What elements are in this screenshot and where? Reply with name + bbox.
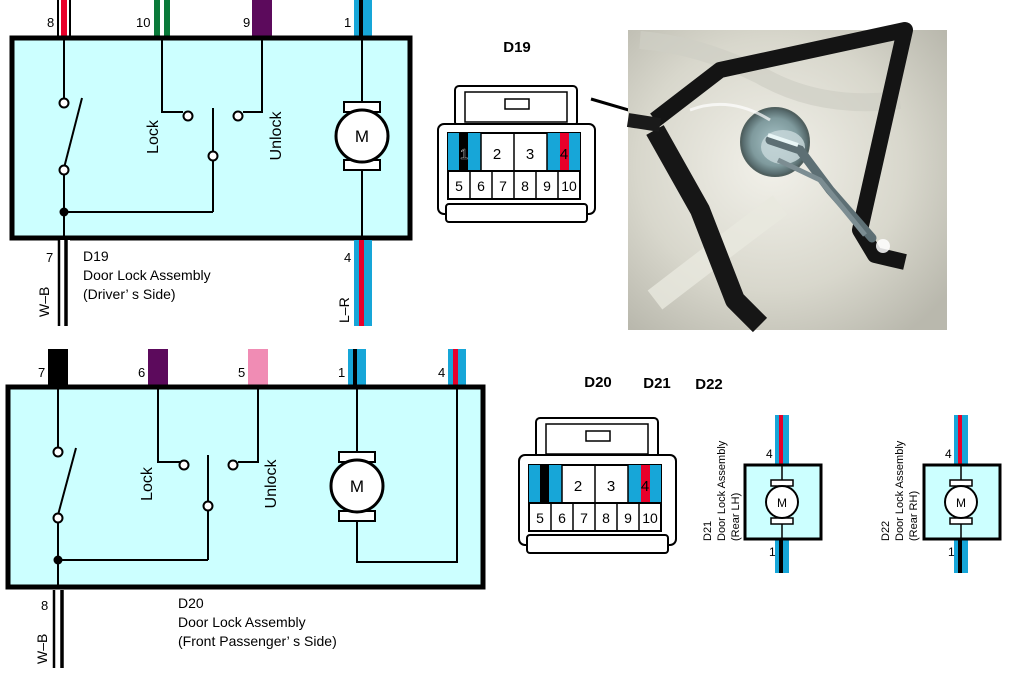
d20-connector: D20 D21 D22 1 2 3 4 5 6 7 8 9 10 — [518, 374, 723, 554]
d20-pin-8: 8 — [41, 598, 48, 613]
d20-wire-6 — [148, 349, 168, 387]
d19-pin-1: 1 — [344, 15, 351, 30]
d22-motor-icon: M — [944, 479, 978, 525]
d19-motor-icon: M — [334, 101, 390, 171]
d20-pin-1: 1 — [338, 365, 345, 380]
d19-cav-4: 4 — [560, 146, 568, 163]
d19-side: (Driver’ s Side) — [83, 286, 176, 302]
d19-cav-3: 3 — [526, 146, 534, 163]
d19-pin-10: 10 — [136, 15, 150, 30]
d19-cav-1: 1 — [460, 146, 468, 163]
d19-wire-1 — [354, 0, 372, 38]
d20-cav-9: 9 — [624, 510, 632, 526]
d19-motor-label: M — [355, 127, 369, 146]
d22-pin-4: 4 — [945, 447, 952, 461]
d20-lock-label: Lock — [139, 466, 156, 501]
d20-cav-2: 2 — [574, 478, 582, 495]
d20-pin-5: 5 — [238, 365, 245, 380]
d20-pin-7: 7 — [38, 365, 45, 380]
d20-cav-4: 4 — [641, 478, 649, 495]
d20-box — [5, 384, 486, 590]
d20-cav-3: 3 — [607, 478, 615, 495]
d21-wire-1 — [775, 538, 789, 573]
d19-assembly: 8 10 9 1 — [9, 0, 413, 326]
d19-wire-left-color: W–B — [36, 287, 52, 317]
d20-assembly: 7 6 5 1 4 M — [5, 349, 486, 668]
d19-pin-7: 7 — [46, 250, 53, 265]
d20-code: D20 — [178, 595, 204, 611]
d21-wire-4 — [775, 415, 789, 465]
d20-pin-6: 6 — [138, 365, 145, 380]
d19-lock-label: Lock — [145, 119, 162, 154]
d20-cav-5: 5 — [536, 510, 544, 526]
d22-wire-1 — [954, 538, 968, 573]
d20-wire-8 — [52, 590, 66, 668]
d20-pin-4: 4 — [438, 365, 445, 380]
d19-name: Door Lock Assembly — [83, 267, 211, 283]
d19-wire-10 — [154, 0, 170, 38]
d19-wire-right-color: L–R — [336, 297, 352, 323]
d20-motor-icon: M — [329, 451, 385, 522]
d19-pin-8: 8 — [47, 15, 54, 30]
d22-connector-title: D22 — [695, 376, 723, 393]
d19-code: D19 — [83, 248, 109, 264]
d19-wire-7 — [57, 240, 70, 326]
d21-side: (Rear LH) — [730, 493, 742, 541]
d22-code: D22 — [880, 521, 892, 541]
d22-pin-1: 1 — [948, 545, 955, 559]
d20-wire-4 — [448, 349, 466, 387]
d19-connector-title: D19 — [503, 39, 531, 56]
d19-wire-9 — [252, 0, 272, 38]
d21-assembly: 4 1 M D21 Door Lock Assembly (Rear LH) — [702, 415, 823, 573]
d19-pin-4: 4 — [344, 250, 351, 265]
d20-cav-1: 1 — [541, 478, 549, 495]
d21-pin-4: 4 — [766, 447, 773, 461]
d21-code: D21 — [702, 521, 714, 541]
d19-connector: D19 1 2 3 4 5 6 7 8 9 10 — [437, 39, 596, 223]
d22-name: Door Lock Assembly — [894, 440, 906, 541]
d20-connector-title: D20 — [584, 374, 612, 391]
d19-wire-8 — [57, 0, 71, 38]
d20-unlock-label: Unlock — [263, 459, 280, 509]
d19-pin-9: 9 — [243, 15, 250, 30]
d19-unlock-label: Unlock — [268, 111, 285, 161]
d22-side: (Rear RH) — [908, 491, 920, 541]
d19-cav-2: 2 — [493, 146, 501, 163]
d19-cav-10: 10 — [561, 178, 577, 194]
d20-name: Door Lock Assembly — [178, 614, 306, 630]
d21-connector-title: D21 — [643, 375, 671, 392]
d19-cav-9: 9 — [543, 178, 551, 194]
d19-switch-circuit — [63, 38, 363, 238]
d20-wire-1 — [348, 349, 366, 387]
d20-side: (Front Passenger’ s Side) — [178, 633, 337, 649]
d22-motor-label: M — [956, 496, 966, 510]
d20-cav-10: 10 — [642, 510, 658, 526]
d21-pin-1: 1 — [769, 545, 776, 559]
d22-wire-4 — [954, 415, 968, 465]
d19-cav-7: 7 — [499, 178, 507, 194]
d20-wire-7 — [48, 349, 68, 387]
d19-cav-5: 5 — [455, 178, 463, 194]
d19-wire-4 — [354, 240, 372, 326]
d20-motor-label: M — [350, 477, 364, 496]
d20-cav-7: 7 — [580, 510, 588, 526]
d20-wire-5 — [248, 349, 268, 387]
d22-assembly: 4 1 M D22 Door Lock Assembly (Rear RH) — [880, 415, 1002, 573]
d20-cav-6: 6 — [558, 510, 566, 526]
d21-name: Door Lock Assembly — [716, 440, 728, 541]
d20-switch-circuit — [57, 387, 458, 587]
d19-cav-8: 8 — [521, 178, 529, 194]
d20-cav-8: 8 — [602, 510, 610, 526]
d21-motor-icon: M — [765, 479, 799, 525]
d19-cav-6: 6 — [477, 178, 485, 194]
d21-motor-label: M — [777, 496, 787, 510]
connector-photo — [626, 22, 947, 333]
d20-wire-left-color: W–B — [34, 634, 50, 664]
